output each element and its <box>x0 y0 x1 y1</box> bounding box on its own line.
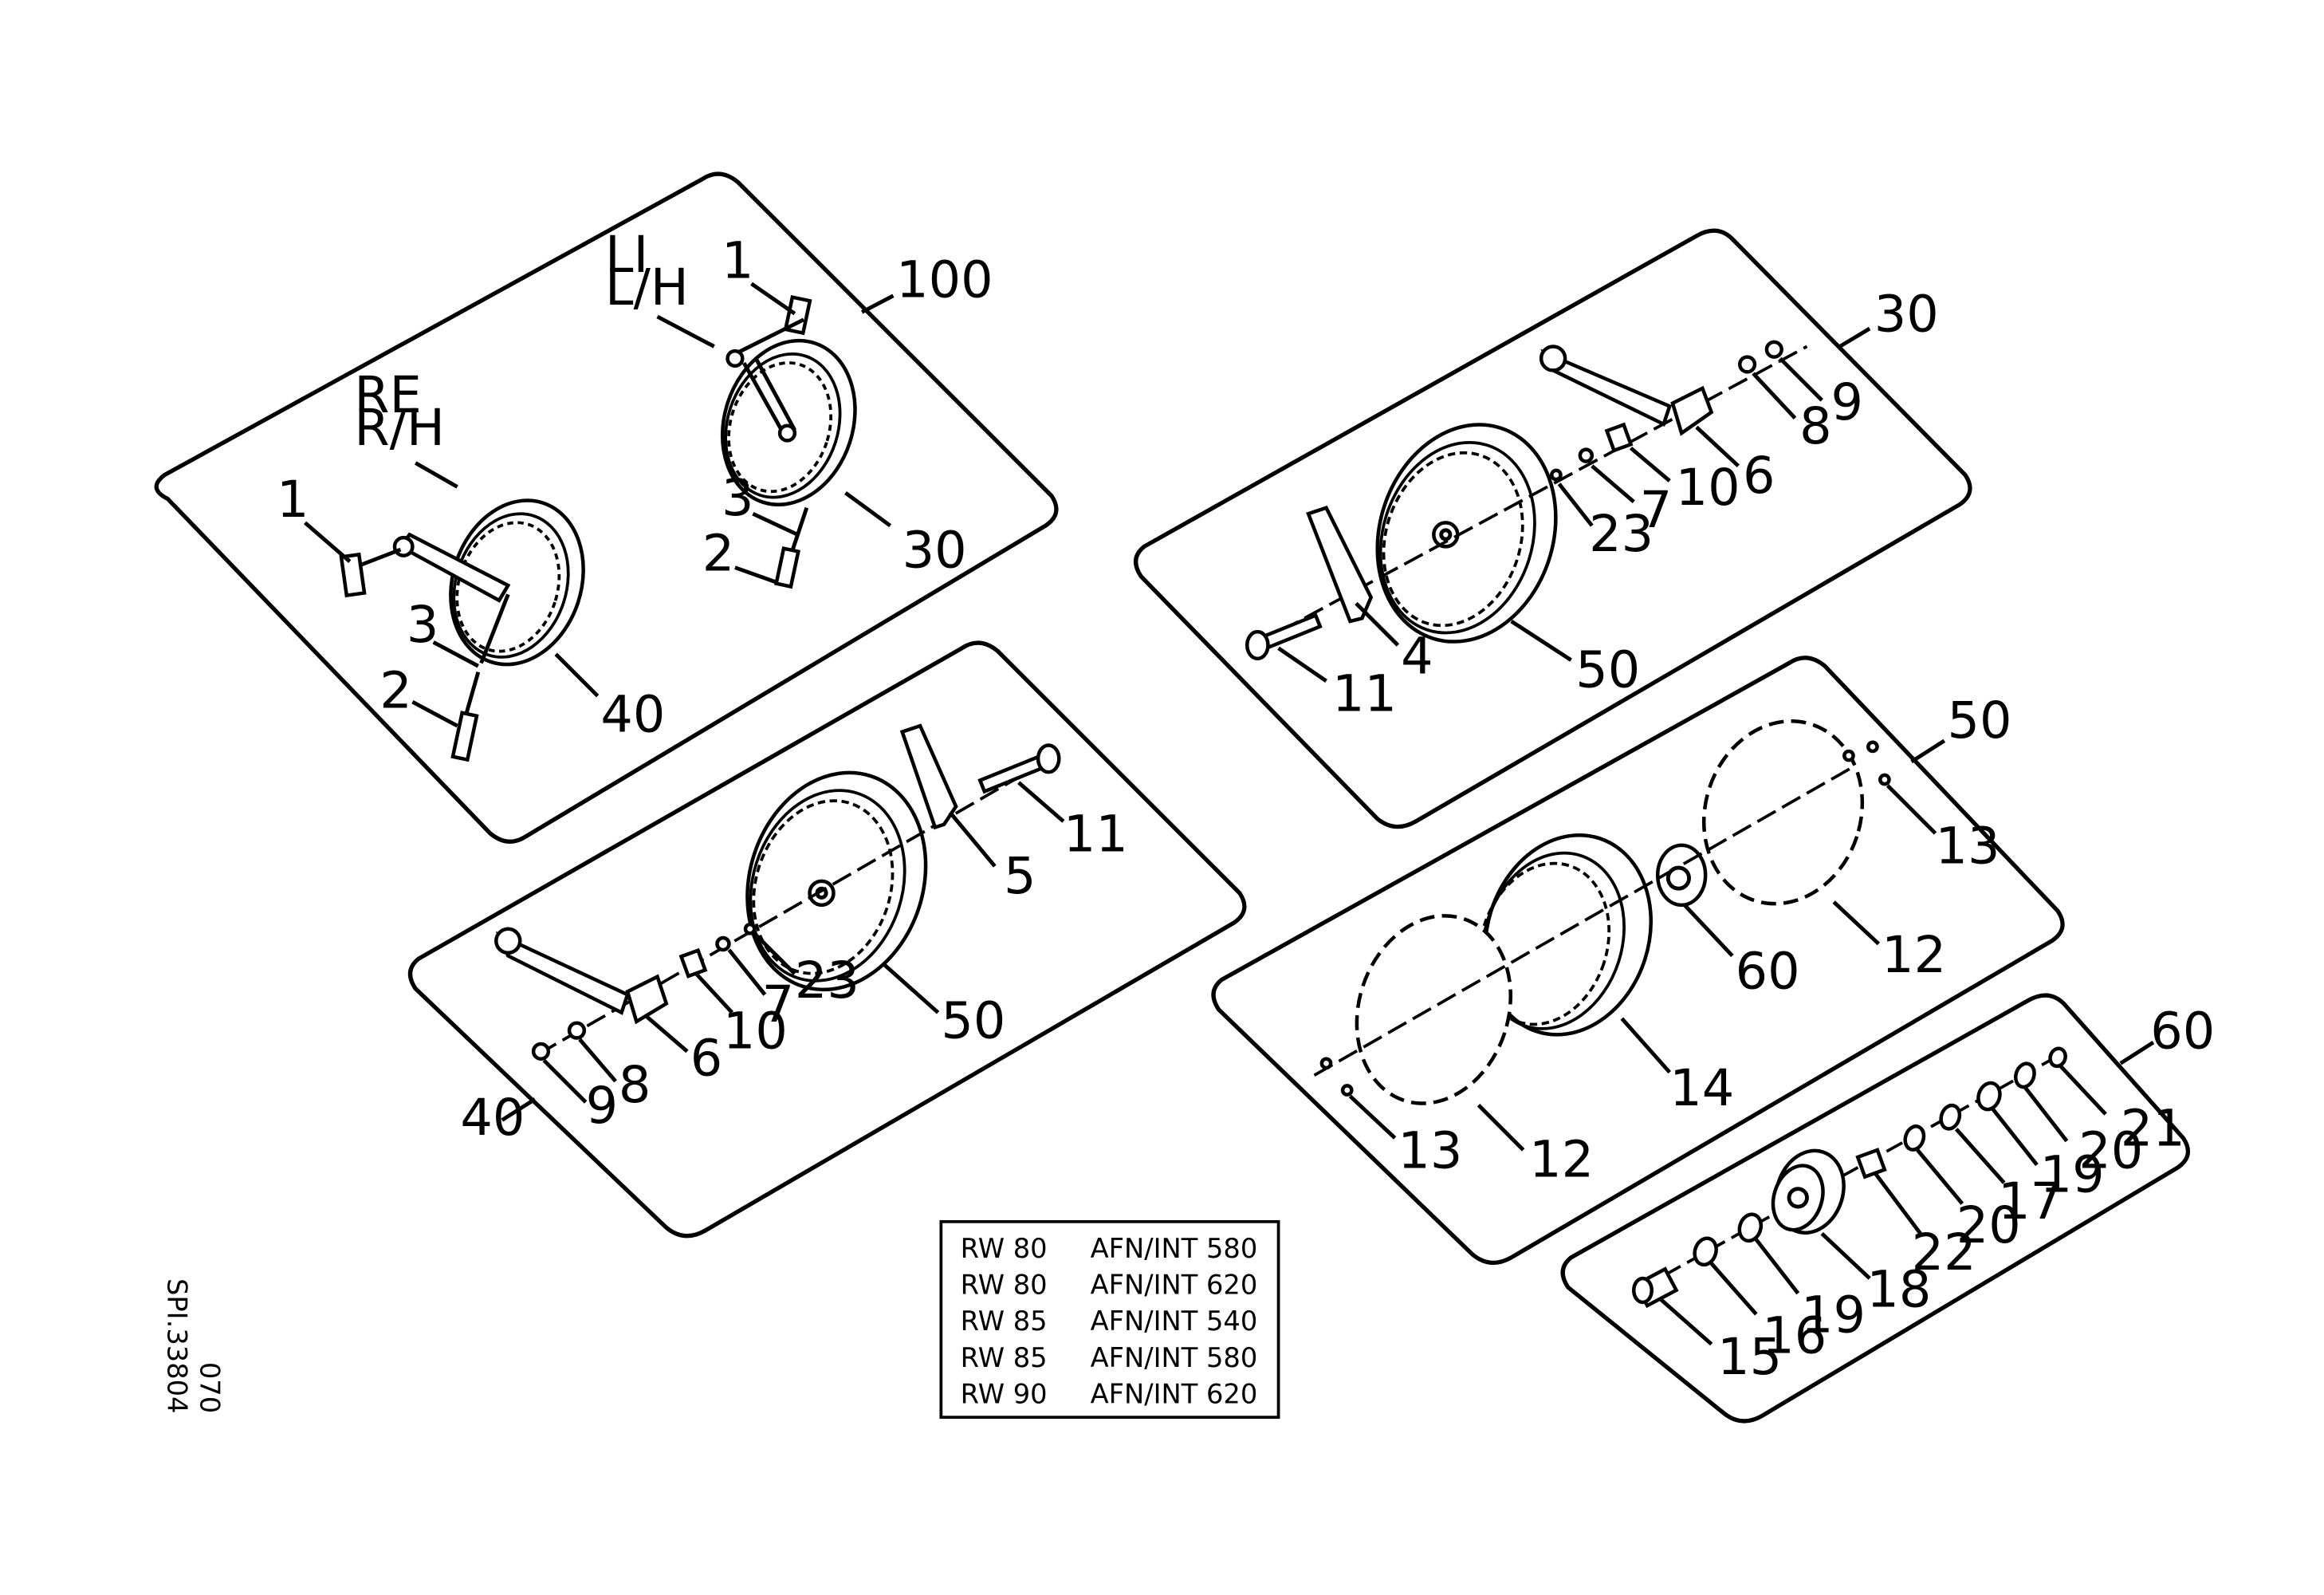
callout-12-left: 12 <box>1529 1131 1594 1190</box>
callout-2-lh: 2 <box>702 524 735 583</box>
callout-60: 60 <box>1736 943 1800 1002</box>
callout-13-right: 13 <box>1936 817 2000 876</box>
callout-23: 23 <box>795 951 859 1010</box>
callout-10: 10 <box>1676 459 1740 518</box>
table-model-cell: RW 80 <box>961 1269 1048 1300</box>
label-re: RE <box>354 366 421 425</box>
sheet-number: 070 <box>195 1362 226 1413</box>
callout-11: 11 <box>1064 805 1128 864</box>
callout-50: 50 <box>1575 640 1640 699</box>
wheel-assembly-50 <box>1313 719 1891 1105</box>
panel-assembly-60: 60 21 20 19 17 20 22 18 19 16 15 <box>1560 993 2215 1424</box>
callout-5: 5 <box>1004 847 1036 906</box>
callout-13-left: 13 <box>1398 1121 1462 1180</box>
panel-assembly-40: 40 11 5 50 23 7 10 6 8 9 <box>407 640 1247 1239</box>
callout-1-lh: 1 <box>722 231 754 290</box>
callout-15: 15 <box>1717 1328 1782 1387</box>
callout-8: 8 <box>619 1056 651 1115</box>
callout-3-rh: 3 <box>407 596 439 655</box>
callout-7: 7 <box>762 975 795 1034</box>
table-model-cell: RW 85 <box>961 1342 1048 1373</box>
callout-assembly-100: 100 <box>896 251 993 310</box>
callout-11: 11 <box>1332 664 1397 723</box>
callout-22: 22 <box>1912 1223 1976 1282</box>
callout-50: 50 <box>941 991 1005 1050</box>
callout-6: 6 <box>1743 447 1775 506</box>
callout-16: 16 <box>1762 1307 1827 1366</box>
table-code-cell: AFN/INT 620 <box>1091 1269 1258 1300</box>
callout-20-left: 20 <box>1956 1196 2021 1255</box>
label-li: LI <box>605 226 648 285</box>
callout-2-rh: 2 <box>379 662 412 721</box>
callout-8: 8 <box>1799 397 1832 456</box>
label-rh: R/H <box>354 399 445 458</box>
callout-9: 9 <box>1830 373 1863 432</box>
callout-30-lh: 30 <box>902 522 967 581</box>
wheel-rh <box>339 498 585 762</box>
callout-14: 14 <box>1669 1059 1734 1118</box>
callout-40: 40 <box>600 686 665 745</box>
callout-19-right: 19 <box>2040 1145 2105 1204</box>
label-lh: L/H <box>605 258 689 317</box>
wheel-assembly-40 <box>494 723 1061 1061</box>
callout-23: 23 <box>1589 505 1654 564</box>
table-code-cell: AFN/INT 620 <box>1091 1379 1258 1410</box>
wheel-lh <box>720 294 857 589</box>
callout-10: 10 <box>723 1002 788 1061</box>
table-code-cell: AFN/INT 580 <box>1091 1342 1258 1373</box>
callout-7: 7 <box>1640 481 1673 540</box>
panel-assembly-30: 30 9 8 6 10 7 23 4 11 50 <box>1134 228 1972 829</box>
table-model-cell: RW 90 <box>961 1379 1048 1410</box>
callout-9: 9 <box>586 1077 619 1136</box>
table-model-cell: RW 80 <box>961 1233 1048 1264</box>
hub-bearing-parts <box>1632 1046 2067 1309</box>
drawing-number-block: SPI.33804 070 <box>161 1278 225 1414</box>
callout-assembly-40: 40 <box>460 1089 525 1148</box>
callout-17: 17 <box>1998 1172 2063 1231</box>
table-model-cell: RW 85 <box>961 1306 1048 1337</box>
applicability-table: RW 80 AFN/INT 580 RW 80 AFN/INT 620 RW 85 AFN… <box>939 1219 1280 1420</box>
drawing-number: SPI.33804 <box>161 1278 192 1414</box>
wheel-assembly-30 <box>1245 340 1808 661</box>
callout-6: 6 <box>690 1029 723 1088</box>
table-code-cell: AFN/INT 540 <box>1091 1306 1258 1337</box>
callout-19-left: 19 <box>1801 1286 1866 1345</box>
callout-4: 4 <box>1401 628 1433 687</box>
panel-assembly-100: 100 LI L/H RE R/H 1 30 3 2 1 3 2 40 <box>154 171 1059 844</box>
callout-21: 21 <box>2121 1099 2185 1158</box>
callout-18: 18 <box>1866 1261 1931 1320</box>
callout-3-lh: 3 <box>722 469 754 528</box>
callout-1-rh: 1 <box>277 471 309 530</box>
callout-12-right: 12 <box>1882 926 1946 985</box>
callout-assembly-50: 50 <box>1948 691 2012 750</box>
panel-assembly-50: 50 13 12 60 14 12 13 <box>1211 656 2065 1265</box>
callout-20-right: 20 <box>2078 1121 2143 1180</box>
callout-assembly-30: 30 <box>1874 286 1939 345</box>
table-code-cell: AFN/INT 580 <box>1091 1233 1258 1264</box>
callout-assembly-60: 60 <box>2150 1002 2215 1061</box>
